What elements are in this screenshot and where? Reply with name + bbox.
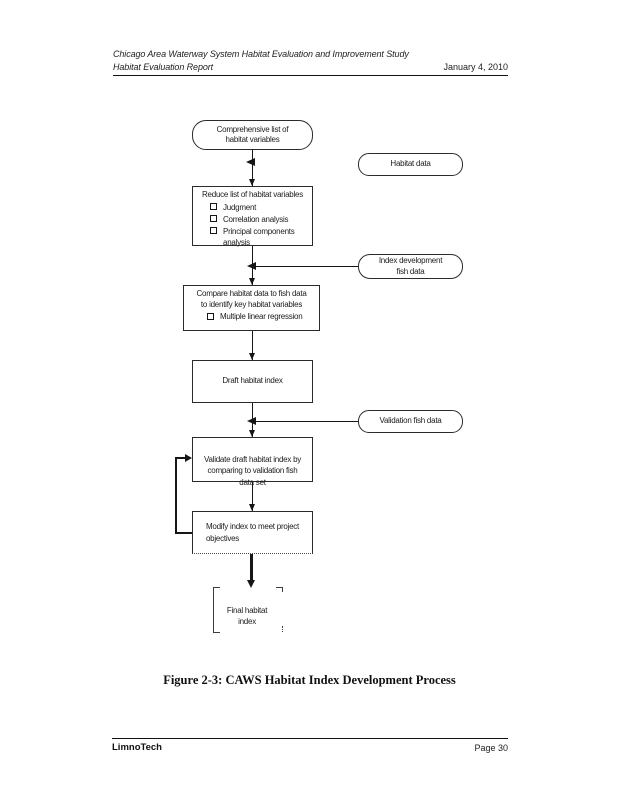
footer-page-number: Page 30 bbox=[474, 743, 508, 753]
node-reduce-list: Reduce list of habitat variables Judgmen… bbox=[192, 186, 313, 248]
node-modify-label: Modify index to meet project objectives bbox=[205, 522, 300, 543]
header-study-title: Chicago Area Waterway System Habitat Eva… bbox=[113, 49, 409, 59]
node-validate-label: Validate draft habitat index by comparin… bbox=[203, 454, 302, 487]
final-box-top-right-corner bbox=[276, 587, 283, 592]
checkbox-bullet-icon bbox=[210, 203, 217, 210]
list-item-label: Correlation analysis bbox=[223, 214, 289, 224]
connector-line-bold bbox=[250, 554, 253, 581]
arrowhead-down-icon bbox=[249, 278, 255, 285]
footer-rule bbox=[112, 738, 508, 739]
node-habitat-data: Habitat data bbox=[358, 153, 463, 176]
list-item-label: Principal components analysis bbox=[223, 226, 295, 247]
loop-line bbox=[175, 457, 177, 534]
list-item: Principal components analysis bbox=[210, 226, 312, 248]
node-final-index: Final habitat index bbox=[211, 594, 283, 627]
node-validation-fish-data: Validation fish data bbox=[358, 410, 463, 433]
arrowhead-down-icon bbox=[247, 580, 255, 588]
loop-line bbox=[175, 532, 192, 534]
node-compare: Compare habitat data to fish data to ide… bbox=[183, 285, 320, 331]
connector-line bbox=[252, 403, 253, 437]
connector-line bbox=[252, 331, 253, 360]
node-habitat-data-label: Habitat data bbox=[390, 159, 431, 169]
arrowhead-left-icon bbox=[247, 262, 256, 270]
node-index-dev-fish-data: Index development fish data bbox=[358, 254, 463, 279]
figure-caption: Figure 2-3: CAWS Habitat Index Developme… bbox=[163, 673, 456, 687]
node-reduce-list-title: Reduce list of habitat variables bbox=[202, 190, 303, 199]
list-item-label: Judgment bbox=[223, 202, 257, 212]
loop-line bbox=[175, 457, 186, 459]
arrowhead-down-icon bbox=[249, 353, 255, 360]
footer-company: LimnoTech bbox=[112, 742, 162, 753]
arrowhead-down-icon bbox=[249, 430, 255, 437]
connector-line bbox=[252, 150, 253, 186]
arrowhead-left-icon bbox=[247, 417, 256, 425]
header-rule bbox=[113, 75, 508, 76]
final-box-bottom-right-mark bbox=[281, 626, 283, 632]
header-date: January 4, 2010 bbox=[443, 62, 508, 72]
checkbox-bullet-icon bbox=[207, 312, 214, 320]
connector-line bbox=[256, 421, 358, 422]
arrowhead-left-habitat-data-icon bbox=[246, 158, 255, 166]
list-item-label: Multiple linear regression bbox=[220, 312, 303, 321]
header-report-title: Habitat Evaluation Report bbox=[113, 62, 214, 72]
node-comprehensive-list-label: Comprehensive list of habitat variables bbox=[216, 124, 289, 145]
arrowhead-down-icon bbox=[249, 504, 255, 511]
node-compare-title: Compare habitat data to fish data to ide… bbox=[196, 289, 307, 309]
connector-line bbox=[256, 266, 358, 267]
node-validate: Validate draft habitat index by comparin… bbox=[192, 437, 313, 487]
node-draft-index-label: Draft habitat index bbox=[222, 376, 283, 386]
list-item: Multiple linear regression bbox=[207, 311, 319, 322]
list-item: Judgment bbox=[210, 202, 312, 213]
reduce-bullet-list: Judgment Correlation analysis Principal … bbox=[193, 202, 312, 248]
list-item: Correlation analysis bbox=[210, 214, 312, 225]
arrowhead-right-icon bbox=[185, 454, 192, 462]
connector-line bbox=[252, 482, 253, 511]
node-draft-index: Draft habitat index bbox=[192, 360, 313, 403]
node-comprehensive-list: Comprehensive list of habitat variables bbox=[192, 120, 313, 150]
checkbox-bullet-icon bbox=[210, 227, 217, 234]
checkbox-bullet-icon bbox=[210, 215, 217, 222]
node-final-index-label: Final habitat index bbox=[226, 606, 268, 626]
node-index-dev-fish-data-label: Index development fish data bbox=[378, 256, 443, 276]
final-box-left-bracket bbox=[213, 587, 220, 633]
node-modify: Modify index to meet project objectives bbox=[192, 511, 313, 554]
compare-bullet-list: Multiple linear regression bbox=[184, 311, 319, 322]
node-validation-fish-data-label: Validation fish data bbox=[379, 416, 442, 426]
arrowhead-down-icon bbox=[249, 179, 255, 186]
